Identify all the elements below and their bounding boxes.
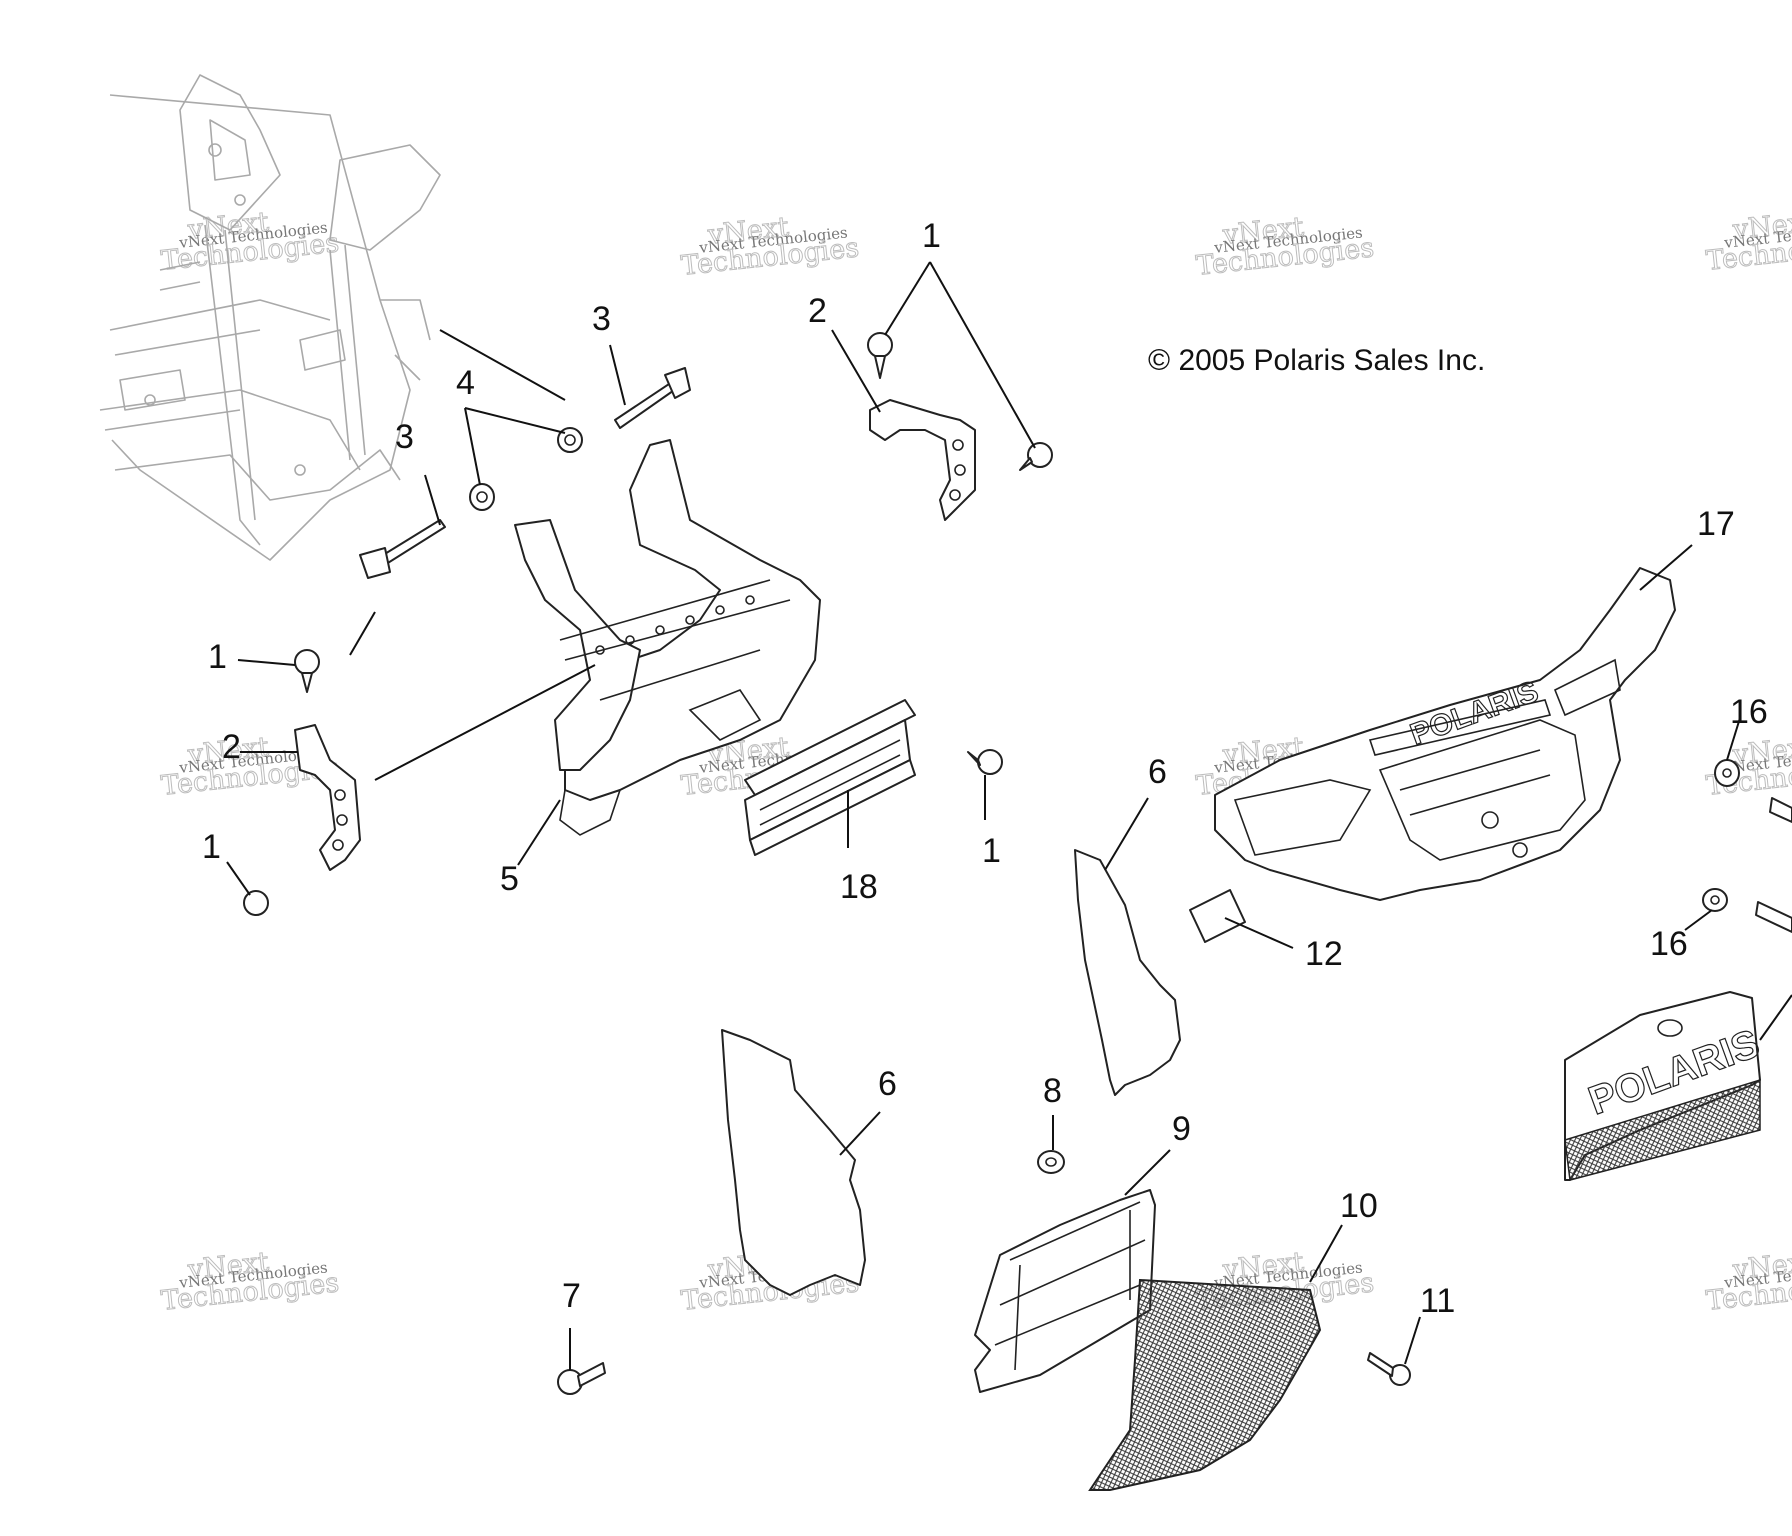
- callout-18: 18: [840, 868, 878, 906]
- callout-16-top: 16: [1730, 693, 1768, 731]
- callout-1-center: 1: [982, 832, 1001, 870]
- fastener-bolt-1d: [243, 890, 269, 916]
- grille-frame: [974, 1189, 1156, 1393]
- mounting-rail: [744, 699, 916, 856]
- label-decal: [1189, 889, 1246, 943]
- fastener-nut-4b: [469, 483, 495, 511]
- splash-shield-right: [1074, 849, 1181, 1096]
- callout-1-lower-left: 1: [202, 828, 221, 866]
- vehicle-frame-reference: [99, 74, 441, 561]
- fastener-bolt-1e: [967, 749, 1003, 775]
- callout-12: 12: [1305, 935, 1343, 973]
- fastener-bolt-1a: [867, 332, 893, 379]
- fastener-bolt-1c: [294, 649, 320, 693]
- callout-10: 10: [1340, 1187, 1378, 1225]
- fastener-bolt-1b: [1019, 442, 1053, 471]
- callout-16-bottom: 16: [1650, 925, 1688, 963]
- callout-8: 8: [1043, 1072, 1062, 1110]
- leader-lines: [226, 261, 1792, 1370]
- bracket-lower: [294, 724, 361, 871]
- callout-5: 5: [500, 860, 519, 898]
- splash-shield-left: [721, 1029, 866, 1296]
- callout-17: 17: [1697, 505, 1735, 543]
- front-fascia: POLARIS: [1214, 567, 1676, 901]
- fastener-bolt-edge-b: [1755, 901, 1792, 933]
- callout-3-left: 3: [395, 418, 414, 456]
- callout-1-top: 1: [922, 217, 941, 255]
- front-cover: POLARIS: [1564, 991, 1766, 1181]
- fastener-bolt-edge-a: [1769, 797, 1792, 823]
- fastener-bolt-3b: [359, 519, 446, 579]
- callout-7: 7: [562, 1277, 581, 1315]
- callout-1-left: 1: [208, 638, 227, 676]
- callout-3-top: 3: [592, 300, 611, 338]
- callout-6-left: 6: [878, 1065, 897, 1103]
- fastener-screw-7: [557, 1362, 606, 1395]
- fastener-bolt-3a: [614, 367, 691, 429]
- fastener-washer-16b: [1702, 888, 1728, 912]
- front-bumper-frame: [514, 439, 821, 836]
- callout-6-right: 6: [1148, 753, 1167, 791]
- fastener-screw-11: [1367, 1352, 1411, 1386]
- fastener-nut-4a: [557, 427, 583, 453]
- callout-9: 9: [1172, 1110, 1191, 1148]
- callout-11: 11: [1420, 1282, 1455, 1320]
- grille-mesh: [1088, 1278, 1322, 1491]
- bracket-upper: [869, 399, 976, 521]
- callout-2-top: 2: [808, 292, 827, 330]
- callout-2-left: 2: [222, 728, 241, 766]
- fastener-nut-8: [1037, 1150, 1065, 1174]
- callout-labels: 1 1 1 1 1 2 2 3 3 4 5 6 6 7 8 9 10 11 12…: [202, 217, 1768, 1320]
- callout-4: 4: [456, 364, 475, 402]
- fastener-washer-16a: [1714, 759, 1740, 787]
- copyright-notice: © 2005 Polaris Sales Inc.: [1148, 344, 1485, 377]
